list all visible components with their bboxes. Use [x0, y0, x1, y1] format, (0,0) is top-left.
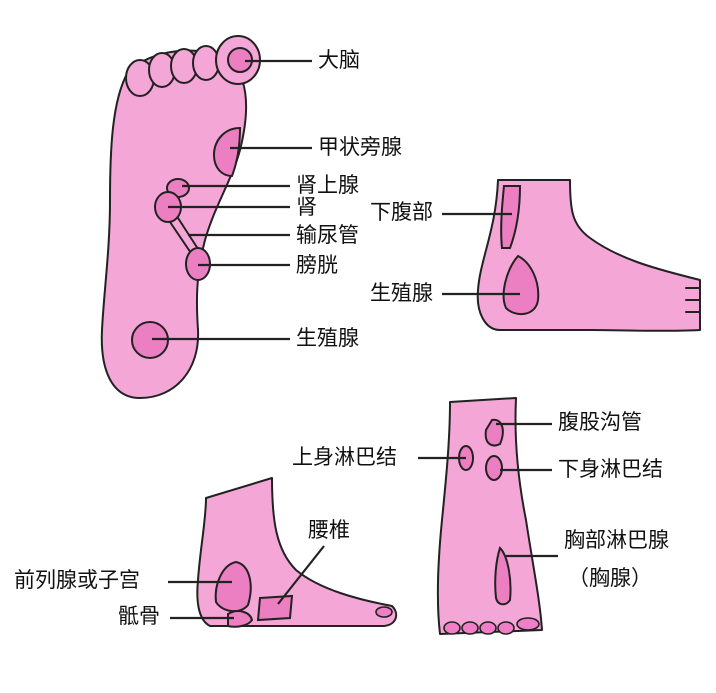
- groin-zone: [484, 418, 504, 447]
- brain-label: 大脑: [318, 48, 360, 72]
- sole-toe-2: [192, 45, 220, 81]
- parathyroid-zone: [212, 126, 242, 178]
- adrenal-label: 肾上腺: [296, 173, 359, 197]
- chest-gland-label: （胸腺）: [568, 566, 652, 590]
- sole-figure: [100, 35, 312, 399]
- top-of-foot-figure: [418, 397, 558, 635]
- lower-abdomen-label: 下腹部: [370, 200, 433, 224]
- inner-gonad-label: 生殖腺: [370, 281, 433, 305]
- kidney-label: 肾: [296, 195, 317, 219]
- lumbar-leader: [277, 545, 325, 605]
- lower-lymph-label: 下身淋巴结: [558, 457, 663, 481]
- lateral-side-figure: [168, 477, 398, 628]
- top-toe-1: [443, 621, 461, 635]
- sole-gonad-label: 生殖腺: [296, 326, 359, 350]
- ureter-tube-a: [169, 221, 194, 257]
- lower-abdomen-zone: [500, 185, 522, 249]
- top-toe-5: [516, 617, 540, 631]
- chest-lymph-zone: [494, 546, 512, 606]
- top-toe-3: [479, 621, 497, 635]
- groin-label: 腹股沟管: [558, 410, 642, 434]
- coccyx-label: 骶骨: [118, 604, 160, 628]
- prostate-uterus-zone: [214, 560, 252, 613]
- lumbar-label: 腰椎: [308, 518, 350, 542]
- ureter-label: 输尿管: [296, 223, 359, 247]
- inner-gonad-zone: [502, 254, 540, 316]
- chest-lymph-label: 胸部淋巴腺: [564, 528, 669, 552]
- sole-outline: [100, 49, 248, 399]
- coccyx-zone: [227, 610, 254, 628]
- lumbar-zone: [256, 594, 294, 622]
- inner-side-figure: [442, 179, 701, 332]
- bladder-label: 膀胱: [296, 253, 338, 277]
- parathyroid-label: 甲状旁腺: [318, 135, 402, 159]
- top-toe-4: [497, 621, 515, 635]
- top-toe-2: [461, 621, 479, 635]
- lateral-toenail: [375, 606, 393, 618]
- upper-lymph-label: 上身淋巴结: [292, 445, 397, 469]
- prostate-uterus-label: 前列腺或子宫: [14, 568, 140, 592]
- lower-lymph-zone: [485, 455, 503, 481]
